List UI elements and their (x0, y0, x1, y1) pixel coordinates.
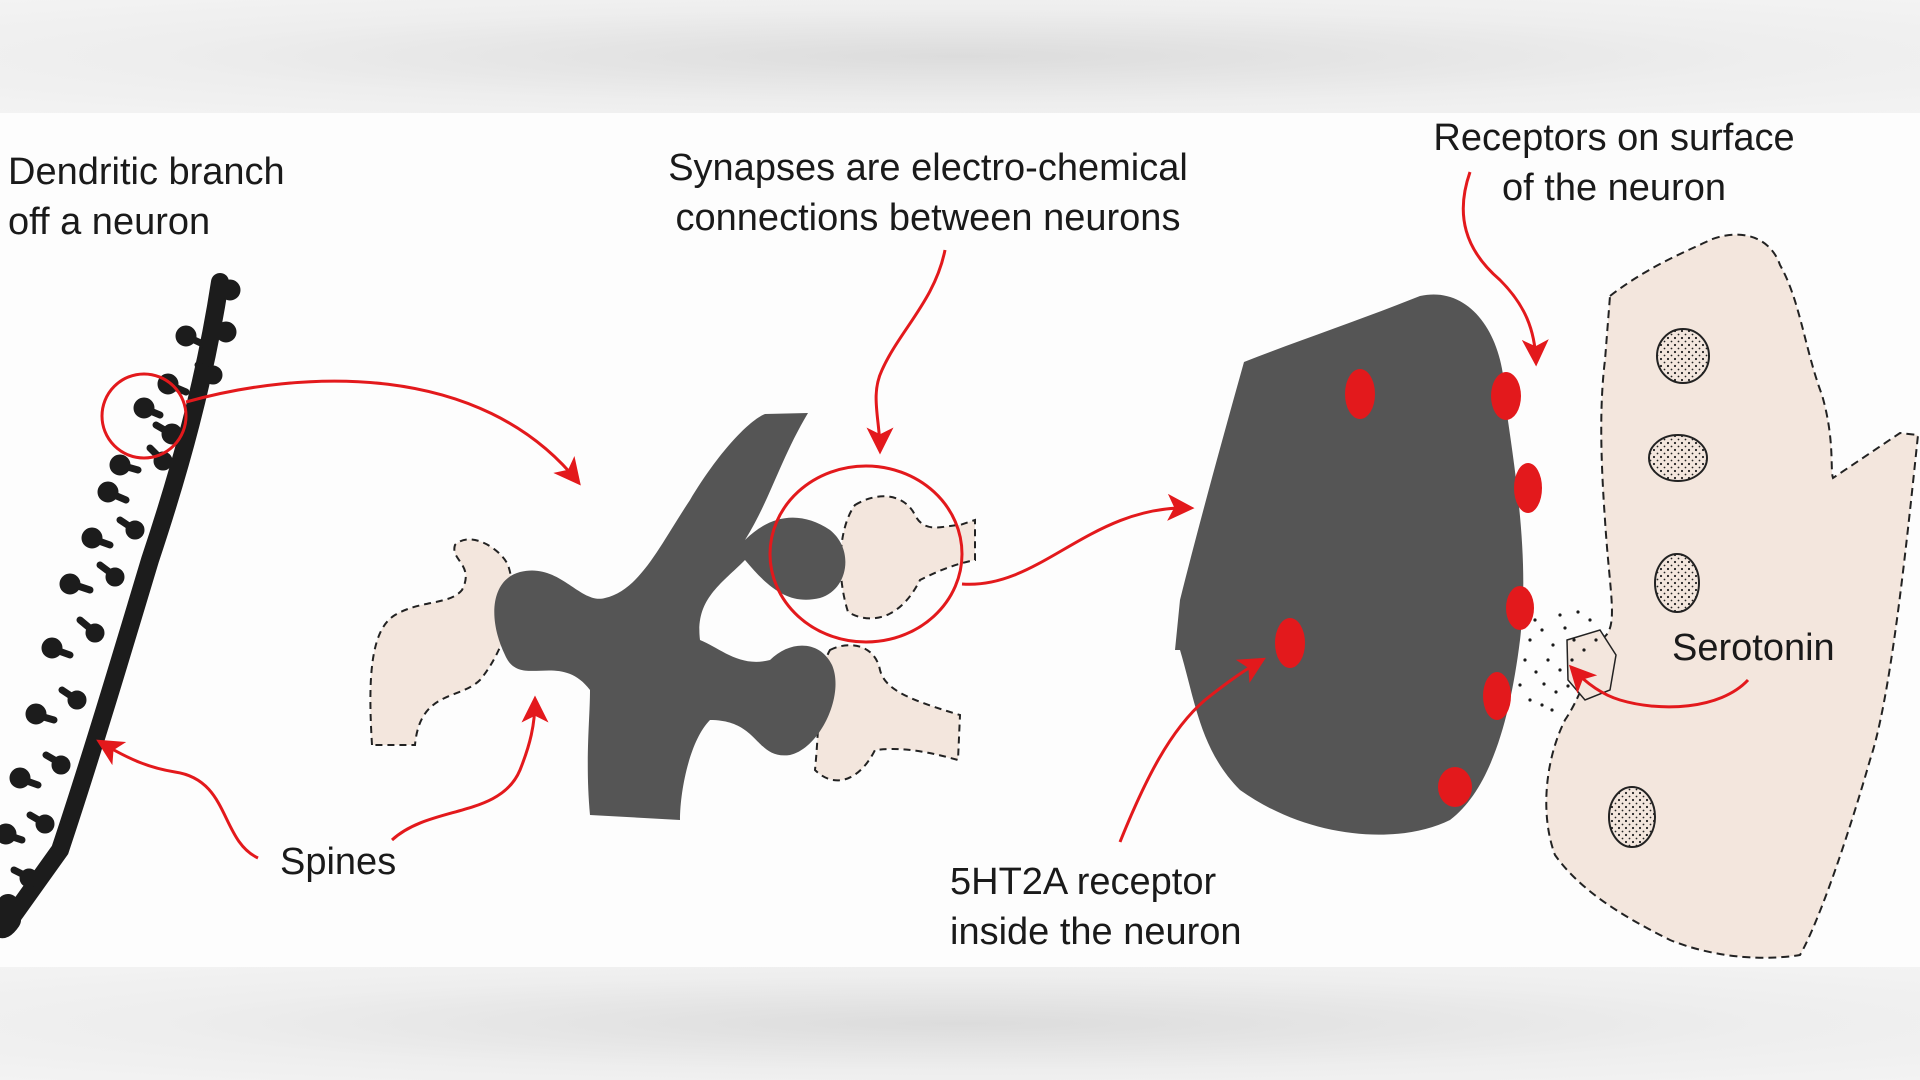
surface-receptor (1514, 463, 1542, 513)
label-synapses-line1: Synapses are electro-chemical (668, 147, 1188, 189)
blurred-top-border (0, 0, 1920, 113)
label-receptors-line1: Receptors on surface (1433, 117, 1794, 159)
vesicle (1654, 553, 1700, 613)
5ht2a-arrow (1118, 657, 1266, 843)
internal-receptor (1345, 369, 1375, 419)
label-dendritic-line1: Dendritic branch (8, 151, 285, 193)
label-serotonin: Serotonin (1672, 627, 1835, 669)
surface-receptor (1506, 586, 1534, 630)
label-spines: Spines (280, 841, 396, 883)
dendritic-branch (0, 273, 241, 939)
surface-receptor (1438, 767, 1472, 807)
branch-zoom-circle (100, 372, 188, 460)
synapse-zoom-circle (768, 464, 964, 644)
presynaptic-neuron (1545, 233, 1920, 959)
label-dendritic-line2: off a neuron (8, 201, 210, 243)
receptors-pointer-arrow (1461, 171, 1549, 367)
synapse-to-neuron-arrow (961, 493, 1195, 586)
vesicle (1608, 786, 1656, 848)
serotonin-arrow (1568, 664, 1750, 709)
synapse-cluster (369, 413, 976, 820)
serotonin-particles (1518, 610, 1598, 712)
surface-receptor (1491, 372, 1521, 420)
label-5ht2a-line1: 5HT2A receptor (950, 861, 1216, 903)
spines-arrow-left (96, 739, 259, 860)
neuron-cell-body (1175, 294, 1524, 835)
vesicle (1656, 328, 1710, 384)
synapses-pointer-arrow (866, 249, 947, 455)
label-5ht2a-line2: inside the neuron (950, 911, 1242, 953)
internal-receptor (1275, 618, 1305, 668)
internal-receptors (1275, 369, 1375, 668)
vesicle (1648, 434, 1708, 482)
surface-receptors (1438, 372, 1542, 807)
branch-to-synapse-arrow (185, 379, 581, 486)
label-receptors-line2: of the neuron (1502, 167, 1726, 209)
blurred-bottom-border (0, 967, 1920, 1080)
spines-arrow-right (390, 695, 549, 842)
surface-receptor (1483, 672, 1511, 720)
label-synapses-line2: connections between neurons (676, 197, 1181, 239)
